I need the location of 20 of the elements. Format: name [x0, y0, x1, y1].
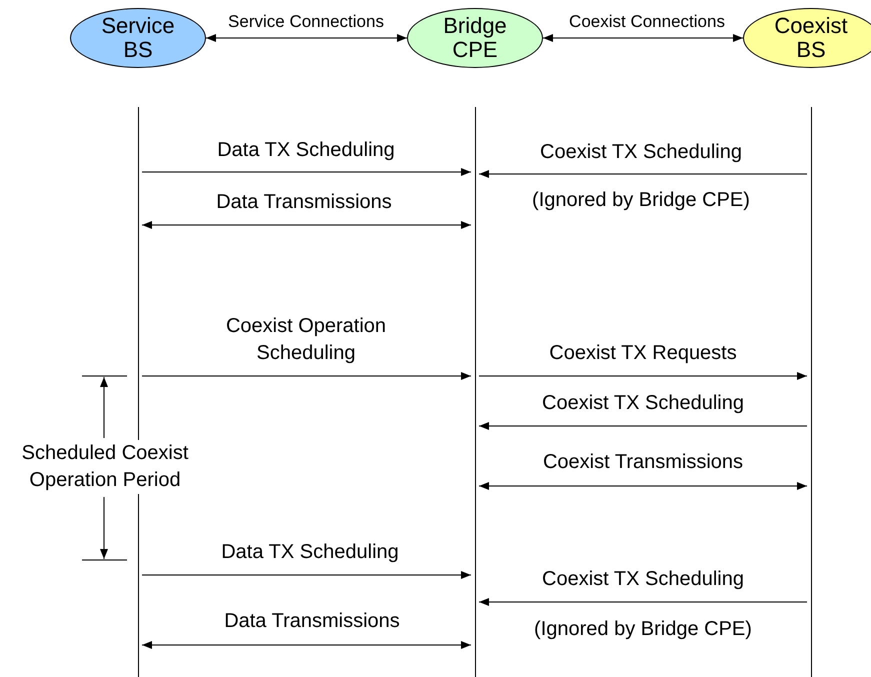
message-arrow: [142, 221, 472, 229]
message-arrow: [478, 482, 808, 490]
lifeline: [474, 107, 476, 677]
message-arrow: [478, 422, 808, 430]
message-arrow: [142, 571, 472, 579]
message-arrow: [478, 170, 808, 178]
message-arrow: [142, 168, 472, 176]
note-text: (Ignored by Bridge CPE): [534, 617, 752, 642]
entity-ellipse: [743, 8, 871, 68]
entity-name: Coexist BS: [773, 14, 849, 62]
entity-name: Service BS: [100, 14, 176, 62]
message-arrow: [142, 372, 472, 380]
message-arrow: [478, 598, 808, 606]
message-arrow: [206, 34, 408, 42]
entity-name: Bridge CPE: [442, 14, 508, 62]
lifeline: [810, 107, 812, 677]
message-arrow: [478, 372, 808, 380]
note-text: (Ignored by Bridge CPE): [532, 188, 750, 213]
message-arrow: [142, 641, 472, 649]
message-arrow: [542, 34, 744, 42]
